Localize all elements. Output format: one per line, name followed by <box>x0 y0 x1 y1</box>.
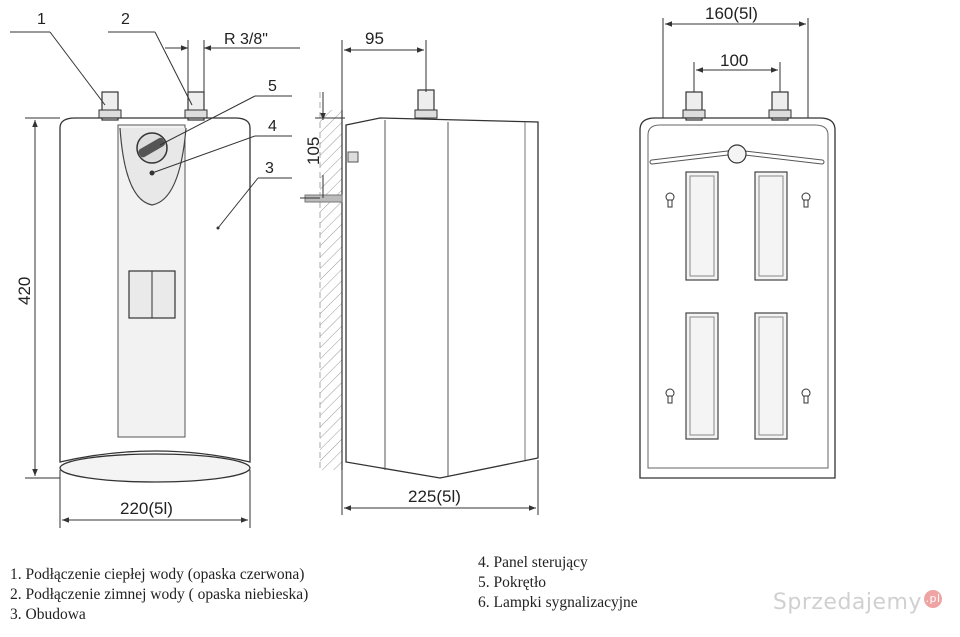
back-housing <box>639 117 836 479</box>
back-spacing-dimension: 100 <box>720 51 748 70</box>
side-view: 95 105 225(5l) <box>300 29 539 515</box>
legend-item-control-panel: 4. Panel sterujący <box>478 554 588 571</box>
front-width-dimension: 220(5l) <box>120 499 173 518</box>
legend-left: 1. Podłączenie ciepłej wody (opaska czer… <box>10 565 308 625</box>
side-depth-top-dimension: 95 <box>365 29 384 48</box>
thread-dimension: R 3/8" <box>224 31 268 48</box>
side-depth-dimension: 225(5l) <box>408 487 461 506</box>
side-height-offset-dimension: 105 <box>304 137 323 165</box>
back-view: 160(5l) 100 <box>639 4 836 479</box>
technical-drawing: 1 2 5 4 3 R 3/8" 420 220(5l) <box>10 4 836 528</box>
front-view: 1 2 5 4 3 R 3/8" 420 220(5l) <box>10 11 300 528</box>
height-dimension: 420 <box>15 277 34 305</box>
callout-4: 4 <box>268 118 277 135</box>
legend-item-hot-water: 1. Podłączenie ciepłej wody (opaska czer… <box>10 566 305 583</box>
side-housing <box>345 117 539 479</box>
legend-item-signal-lamps: 6. Lampki sygnalizacyjne <box>478 594 638 611</box>
callout-1: 1 <box>37 11 46 28</box>
watermark-suffix: .pl <box>924 590 942 608</box>
legend-right: 4. Panel sterujący 5. Pokrętło 6. Lampki… <box>478 553 638 613</box>
callout-5: 5 <box>268 78 277 95</box>
callout-2: 2 <box>121 11 130 28</box>
back-width-dimension: 160(5l) <box>705 4 758 23</box>
legend-item-cold-water: 2. Podłączenie zimnej wody ( opaska nieb… <box>10 586 309 603</box>
watermark: Sprzedajemy.pl <box>773 590 942 615</box>
legend-item-knob: 5. Pokrętło <box>478 574 547 591</box>
wall-hatch <box>320 110 342 470</box>
watermark-brand: Sprzedajemy <box>772 590 922 615</box>
front-housing <box>59 117 251 463</box>
callout-3: 3 <box>265 160 274 177</box>
legend-item-housing: 3. Obudowa <box>10 606 86 623</box>
